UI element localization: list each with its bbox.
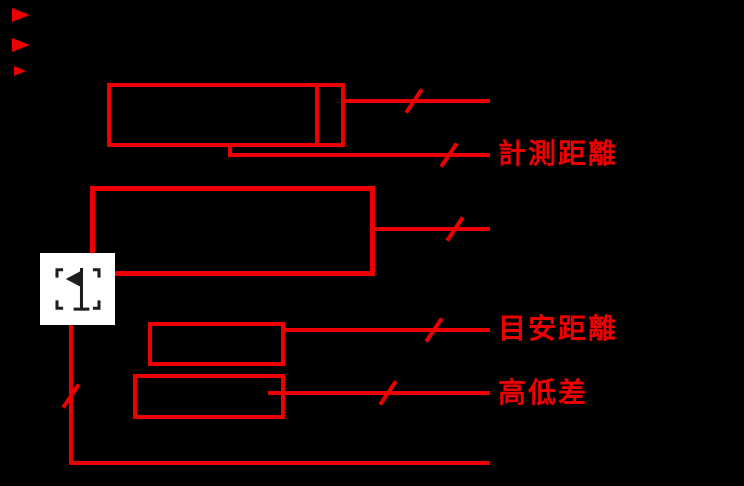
leader-line-bottom-horizontal [69, 461, 490, 465]
leader-line-middle [375, 227, 490, 231]
icon-panel [40, 253, 115, 325]
label-measured-distance: 計測距離 [498, 138, 619, 169]
display-marker-icon [12, 38, 30, 52]
label-height-difference: 高低差 [498, 377, 589, 408]
label-guide-distance: 目安距離 [498, 313, 619, 344]
guide-distance-annotation-box [148, 322, 285, 366]
compartment-divider [315, 87, 319, 143]
leader-line-height-difference [268, 391, 490, 395]
top-annotation-box [107, 83, 345, 147]
leader-line-measured-distance [228, 153, 490, 157]
display-marker-icon [12, 8, 30, 22]
leader-line-guide-distance [285, 328, 490, 332]
leader-line-top [345, 99, 490, 103]
pin-flag-viewfinder-icon [54, 268, 101, 311]
middle-annotation-box [90, 186, 375, 276]
display-marker-icon [14, 66, 26, 76]
height-difference-annotation-box [133, 374, 285, 419]
leader-step-measured-distance [228, 145, 232, 157]
